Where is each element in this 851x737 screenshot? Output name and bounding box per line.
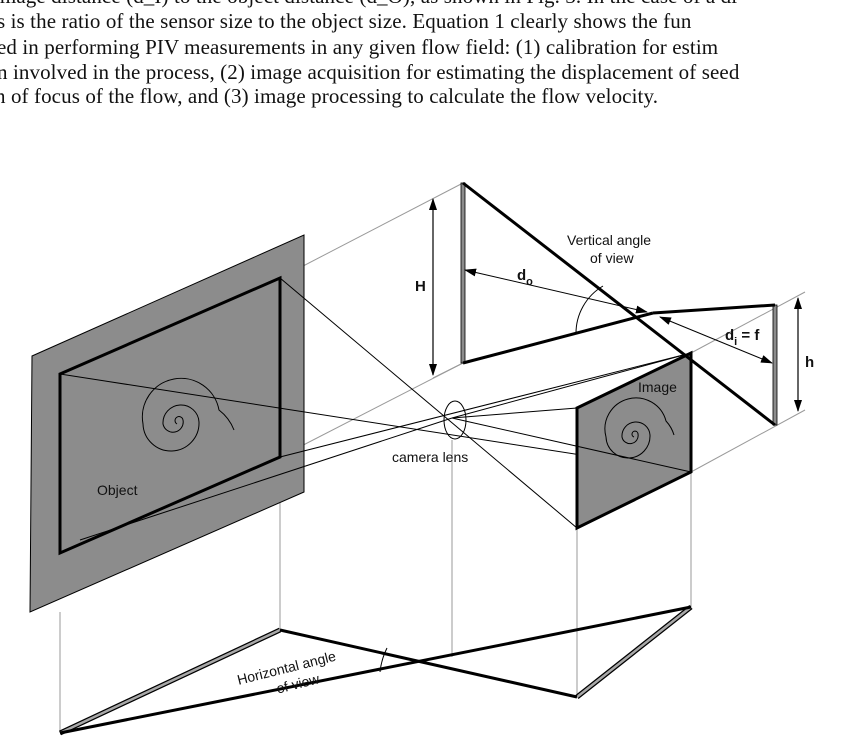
camera-lens-icon xyxy=(443,400,467,440)
vertical-image-bar xyxy=(772,304,778,426)
horizontal-view-lines xyxy=(58,605,693,736)
vertical-object-bar xyxy=(460,182,466,364)
d-o-arrow xyxy=(464,268,648,314)
image-spiral xyxy=(604,397,675,459)
image-label: Image xyxy=(638,379,677,395)
paragraph-line-3: n involved in the process, (2) image acq… xyxy=(0,60,740,84)
camera-lens-label: camera lens xyxy=(392,449,468,465)
paragraph-line-4: n of focus of the flow, and (3) image pr… xyxy=(0,84,659,108)
d-o-label: do xyxy=(517,267,533,288)
paragraph-line-1: s is the ratio of the sensor size to the… xyxy=(0,9,692,33)
object-spiral xyxy=(141,377,235,452)
vertical-angle-label-1: Vertical angle xyxy=(567,232,651,248)
h-label: h xyxy=(805,354,814,371)
d-i-arrow xyxy=(659,316,773,364)
vertical-angle-label-2: of view xyxy=(590,250,634,266)
horizontal-angle-arc xyxy=(379,647,388,673)
H-label: H xyxy=(415,278,426,295)
paragraph-line-2: ed in performing PIV measurements in any… xyxy=(0,35,719,59)
d-i-label: di = f xyxy=(725,327,760,348)
object-plane xyxy=(29,234,305,613)
paragraph-line-0: image distance (d_I) to the object dista… xyxy=(0,0,737,9)
object-label: Object xyxy=(97,482,138,498)
